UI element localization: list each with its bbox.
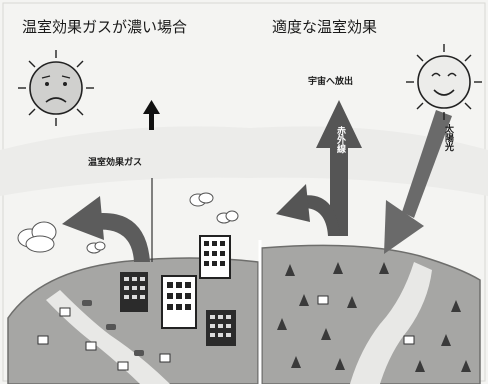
car <box>106 324 116 330</box>
tree <box>321 328 331 340</box>
cloud <box>216 210 239 224</box>
cloud <box>189 192 214 207</box>
right-title: 適度な温室効果 <box>272 18 378 36</box>
sunlight-label: 太陽光 <box>443 124 453 151</box>
atmosphere-haze <box>0 126 488 196</box>
house <box>403 335 415 345</box>
house <box>37 335 49 345</box>
sad-sun-icon <box>18 50 94 126</box>
happy-sun-icon <box>406 44 482 120</box>
tree <box>291 356 301 368</box>
tree <box>347 296 357 308</box>
up-arrow-icon <box>143 100 160 130</box>
curved-arrow-icon <box>276 184 340 236</box>
house <box>117 361 129 371</box>
building <box>199 235 231 279</box>
tree <box>451 300 461 312</box>
tree <box>461 360 471 372</box>
car <box>134 350 144 356</box>
sunlight-arrow-icon <box>384 110 452 254</box>
tree <box>415 360 425 372</box>
space-label: 宇宙へ放出 <box>308 77 354 87</box>
house <box>317 295 329 305</box>
gas-label: 温室効果ガス <box>88 158 143 168</box>
road <box>46 290 170 384</box>
left-title: 温室効果ガスが濃い場合 <box>22 18 188 36</box>
tree <box>335 358 345 370</box>
tree <box>285 264 295 276</box>
infrared-label: 赤外線 <box>335 126 345 153</box>
river <box>350 262 432 384</box>
tree <box>299 294 309 306</box>
cloud <box>86 241 106 254</box>
house <box>159 353 171 363</box>
building <box>206 310 236 346</box>
infrared-arrow-icon <box>316 100 362 236</box>
tree <box>379 262 389 274</box>
tree <box>277 318 287 330</box>
house <box>85 341 97 351</box>
tree <box>333 262 343 274</box>
building <box>161 275 197 329</box>
car <box>82 300 92 306</box>
building <box>120 272 148 312</box>
tree <box>441 334 451 346</box>
cloud <box>17 221 57 253</box>
house <box>59 307 71 317</box>
curved-arrow-icon <box>62 196 150 262</box>
